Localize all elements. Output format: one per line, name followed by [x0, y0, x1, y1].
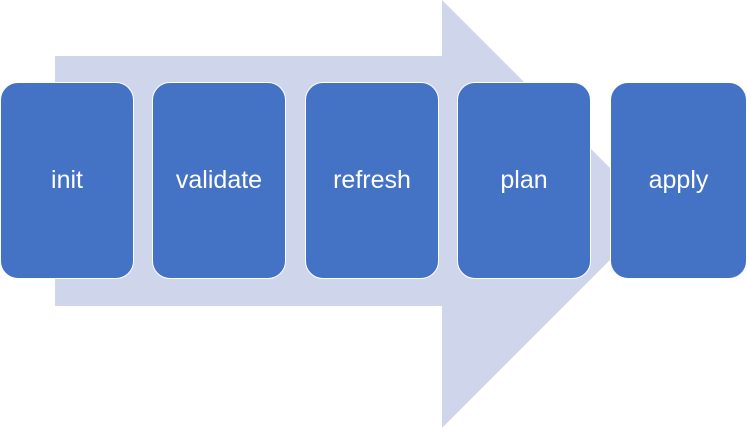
step-label: apply — [648, 166, 709, 194]
step-label: refresh — [333, 166, 411, 194]
step-init: init — [0, 82, 134, 279]
step-refresh: refresh — [305, 82, 439, 279]
step-label: validate — [175, 166, 263, 194]
step-plan: plan — [457, 82, 591, 279]
step-validate: validate — [152, 82, 286, 279]
step-label: plan — [500, 166, 548, 194]
step-label: init — [51, 166, 83, 194]
step-apply: apply — [610, 82, 747, 279]
